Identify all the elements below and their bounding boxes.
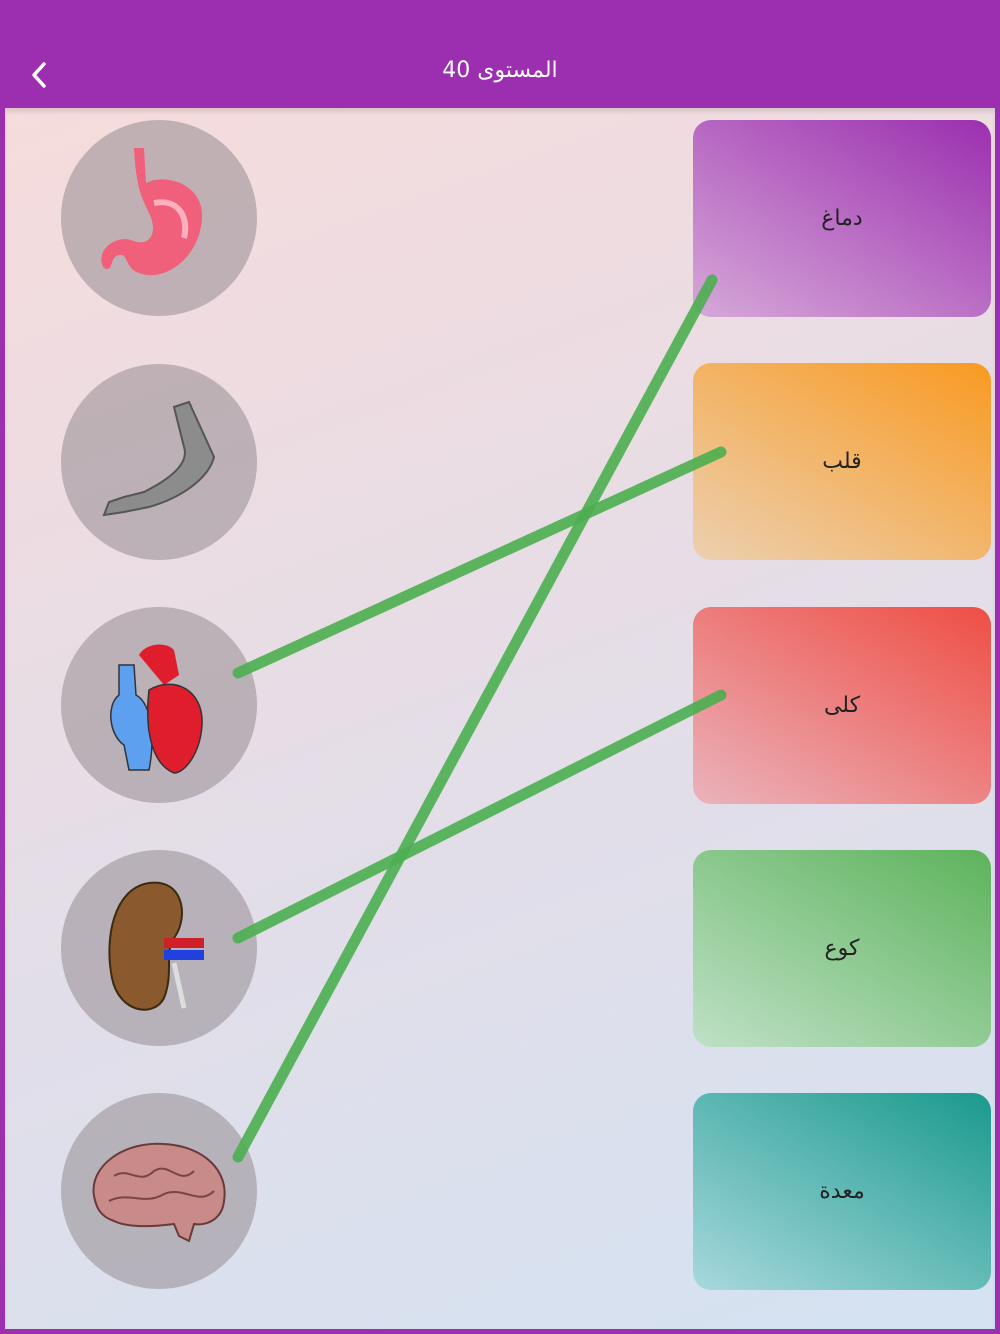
image-arm[interactable] [61, 364, 257, 560]
card-label: كوع [824, 936, 860, 961]
game-board: دماغ قلب كلى كوع معدة [5, 108, 995, 1329]
image-brain[interactable] [61, 1093, 257, 1289]
stomach-icon [101, 148, 203, 276]
card-label: معدة [819, 1179, 865, 1204]
image-stomach[interactable] [61, 120, 257, 316]
card-label: قلب [822, 449, 862, 474]
card-2[interactable]: كلى [693, 607, 991, 804]
top-bar: المستوى 40 [0, 0, 1000, 108]
brain-icon [92, 1142, 226, 1243]
card-label: كلى [823, 693, 861, 718]
image-heart[interactable] [61, 607, 257, 803]
page-title: المستوى 40 [442, 58, 558, 83]
kidney-icon [108, 881, 204, 1011]
heart-icon [110, 644, 203, 774]
card-0[interactable]: دماغ [693, 120, 991, 317]
card-3[interactable]: كوع [693, 850, 991, 1047]
arm-icon [102, 400, 216, 517]
chevron-left-icon [32, 62, 46, 88]
image-kidney[interactable] [61, 850, 257, 1046]
back-button[interactable] [26, 60, 56, 90]
card-label: دماغ [821, 206, 863, 231]
card-1[interactable]: قلب [693, 363, 991, 560]
card-4[interactable]: معدة [693, 1093, 991, 1290]
